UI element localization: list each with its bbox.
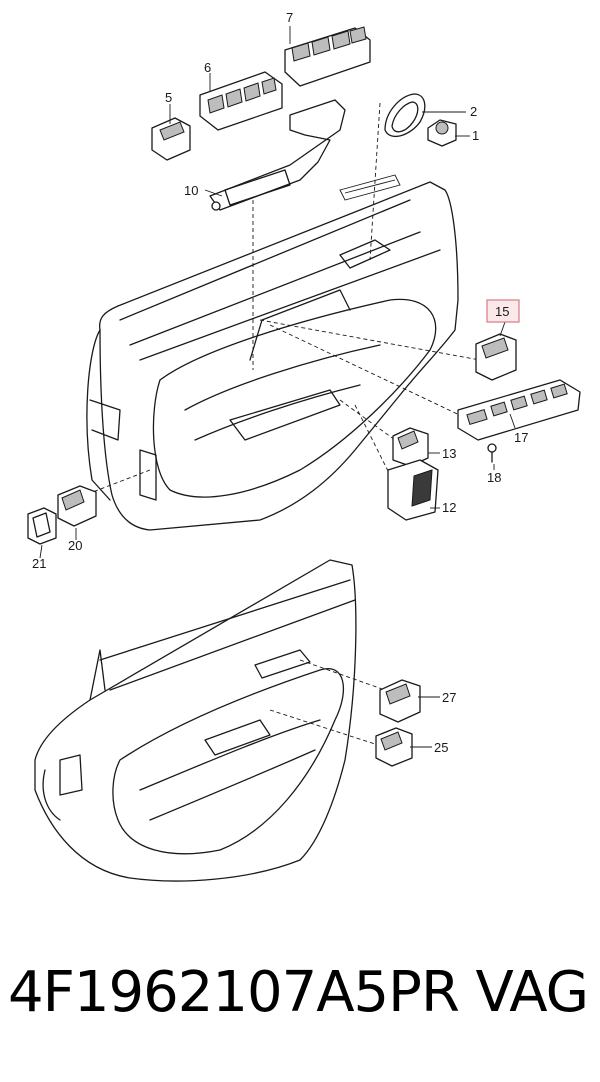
- callout-13: 13: [442, 446, 456, 461]
- part-27-rear-window-switch: [379, 679, 421, 723]
- front-door-panel: [86, 174, 459, 531]
- callout-1: 1: [472, 128, 479, 143]
- callout-27: 27: [442, 690, 456, 705]
- part-5-single-switch: [151, 117, 191, 161]
- callout-12: 12: [442, 500, 456, 515]
- callout-25: 25: [434, 740, 448, 755]
- callout-6: 6: [204, 60, 211, 75]
- part-2-mirror-switch-surround: [384, 93, 426, 138]
- part-caption: 4F1962107A5PR VAG: [0, 960, 600, 1060]
- part-10-switch-trim-bezel: [209, 99, 346, 211]
- rear-door-panel: [34, 559, 357, 882]
- callout-18: 18: [487, 470, 501, 485]
- callout-20: 20: [68, 538, 82, 553]
- callout-2: 2: [470, 104, 477, 119]
- part-1-mirror-adjust-knob: [427, 119, 457, 147]
- brand-name: VAG: [475, 960, 589, 1025]
- callout-5: 5: [165, 90, 172, 105]
- callout-15: 15: [495, 304, 509, 319]
- callout-21: 21: [32, 556, 46, 571]
- part-number: 4F1962107A5PR: [8, 960, 460, 1025]
- callout-17: 17: [514, 430, 528, 445]
- part-20-switch: [57, 485, 97, 527]
- callout-labels: 7 6 5 10 2 1 15 17 18 13 12 20 21 27 25: [32, 10, 528, 755]
- part-12-switch-housing: [387, 459, 439, 521]
- callout-15-highlight-box: [486, 299, 520, 323]
- part-17-seat-memory-switch-strip: [457, 379, 581, 441]
- part-13-switch: [392, 427, 429, 467]
- callout-10: 10: [184, 183, 198, 198]
- part-18-screw: [487, 443, 497, 463]
- callout-leaders: [39, 26, 516, 748]
- part-25-rear-window-switch: [375, 727, 413, 767]
- callout-7: 7: [286, 10, 293, 25]
- part-7-window-switch-block: [284, 26, 371, 87]
- part-6-window-switch-block: [199, 71, 283, 131]
- part-15-switch: [475, 333, 517, 381]
- part-21-switch-frame: [27, 507, 57, 545]
